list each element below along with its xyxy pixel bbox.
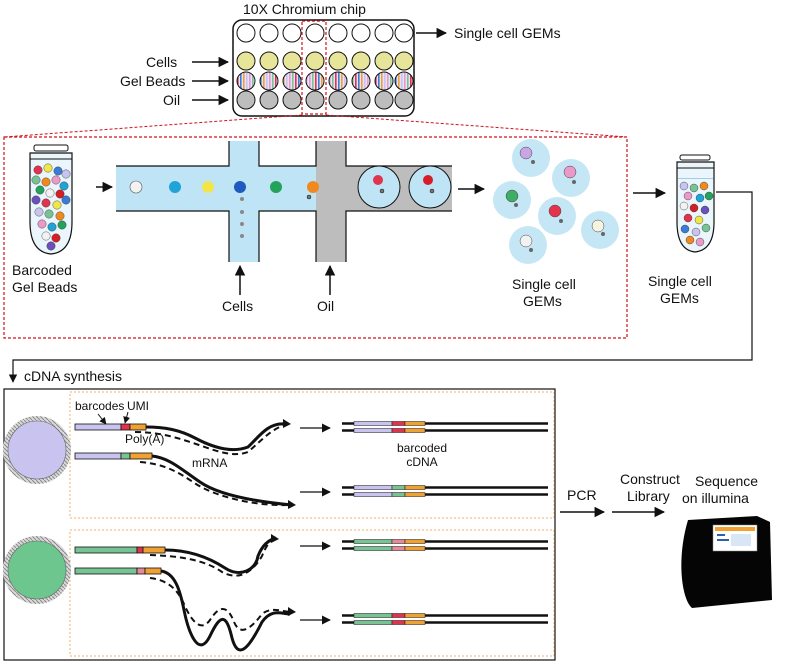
sequence-label-line2: on illumina <box>682 490 749 506</box>
zoom-line-right <box>325 114 628 138</box>
chip-row-label-gel-beads: Gel Beads <box>120 73 186 89</box>
chip-row-label-cells: Cells <box>146 54 178 70</box>
gel-bead-lavender <box>3 416 71 484</box>
chip-row-oil <box>236 90 414 110</box>
chip-row-label-oil: Oil <box>163 92 181 108</box>
umi-label: UMI <box>127 399 149 413</box>
mrna-label: mRNA <box>192 456 228 470</box>
arrow-to-cdna-synthesis <box>8 191 753 383</box>
cells-inlet-label: Cells <box>222 298 254 314</box>
polya-label: Poly(A) <box>125 432 165 446</box>
tube2-label-line1: Single cell <box>648 273 712 289</box>
gems-label-line2: GEMs <box>523 293 562 309</box>
gel-bead-green <box>3 536 71 604</box>
construct-label-line1: Construct <box>620 471 680 487</box>
tube2-label-line2: GEMs <box>660 290 699 306</box>
gem-droplet-cluster <box>493 139 619 264</box>
chip-row-empty <box>236 23 414 43</box>
pcr-label: PCR <box>567 487 597 503</box>
chip-selection-highlight <box>301 20 327 115</box>
chip-title: 10X Chromium chip <box>243 1 366 17</box>
product-label-line1: barcoded <box>396 441 448 455</box>
microfluidic-channel <box>116 141 452 262</box>
gem-tube <box>676 154 715 253</box>
oligo-strand-3 <box>74 534 279 577</box>
illumina-sequencer-icon <box>681 516 772 608</box>
oligo-strand-4 <box>74 567 296 652</box>
chromium-chip <box>232 19 415 117</box>
bead2-reaction-box <box>69 529 555 657</box>
tube-label-line1: Barcoded <box>12 262 72 278</box>
sequence-label-line1: Sequence <box>695 473 759 489</box>
barcodes-label: barcodes <box>75 399 125 413</box>
cdna-products <box>342 421 548 625</box>
barcodes-pointer <box>97 413 107 425</box>
construct-label-line2: Library <box>627 488 670 504</box>
microfluidics-zoom-frame <box>3 136 628 339</box>
gems-label-line1: Single cell <box>512 276 576 292</box>
gel-bead-tube <box>29 144 73 255</box>
product-label-line2: cDNA <box>406 455 438 469</box>
oligo-strand-2 <box>74 452 296 509</box>
cdna-synthesis-title: cDNA synthesis <box>24 368 123 384</box>
tube-label-line2: Gel Beads <box>12 279 78 295</box>
zoom-line-left <box>3 114 303 138</box>
umi-pointer <box>123 411 131 424</box>
oligo-strand-1 <box>74 419 291 456</box>
chip-row-gel-beads <box>236 71 414 91</box>
chip-output-label: Single cell GEMs <box>454 25 561 41</box>
chip-row-cells <box>236 51 414 71</box>
oil-inlet-label: Oil <box>317 298 335 314</box>
